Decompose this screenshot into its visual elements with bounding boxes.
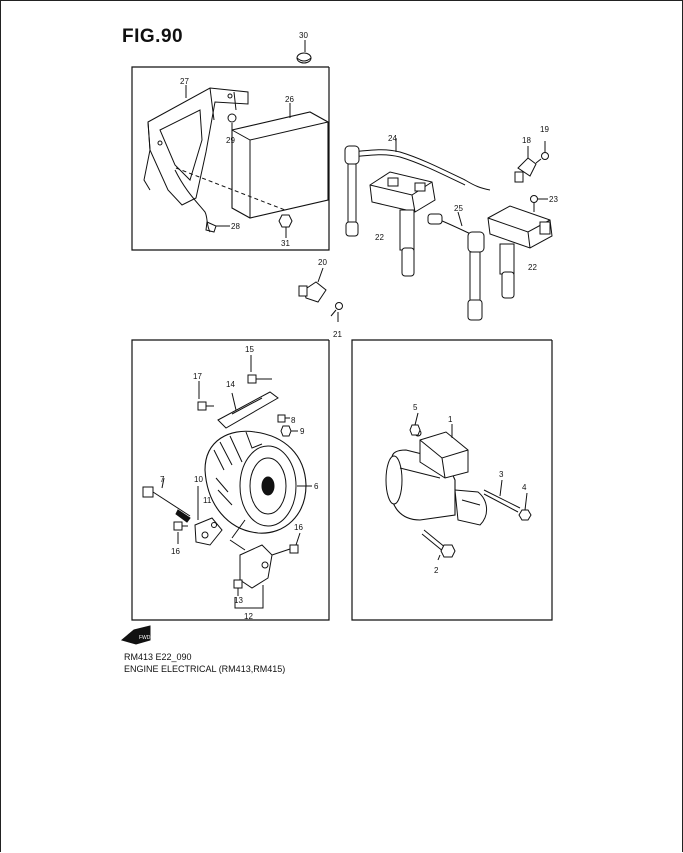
callout-31: 31: [281, 239, 290, 248]
nut-part-9: [280, 425, 298, 437]
model-code-caption: RM413 E22_090: [124, 652, 192, 662]
bolt-part-15: [247, 355, 272, 384]
alternator-group-box: [131, 339, 330, 621]
callout-1: 1: [448, 415, 453, 424]
callout-4: 4: [522, 483, 527, 492]
callout-18: 18: [522, 136, 531, 145]
callout-12: 12: [244, 612, 253, 621]
plug-boot-part-22-right: [467, 231, 485, 321]
bolt-part-23: [530, 195, 548, 212]
clip-part-28: [205, 221, 230, 233]
harness-wire: [174, 169, 211, 233]
callout-2: 2: [434, 566, 439, 575]
fwd-arrow-icon: FWD: [120, 625, 151, 645]
ignition-coil-right: [487, 205, 553, 299]
hightension-cord-part-24: [351, 138, 491, 191]
callout-11: 11: [203, 496, 212, 505]
bolt-part-16-right: [271, 532, 301, 556]
figure-title: FIG.90: [122, 26, 184, 47]
callout-23: 23: [549, 195, 558, 204]
callout-17: 17: [193, 372, 202, 381]
plug-boot-part-22-left: [344, 145, 360, 237]
bracket-part-10: [194, 486, 223, 546]
callout-10: 10: [194, 475, 203, 484]
bolt-part-3: [483, 479, 521, 513]
bolt-part-2: [421, 529, 456, 561]
bracket-part-27: [143, 85, 249, 206]
callout-22a: 22: [375, 233, 384, 242]
callout-20: 20: [318, 258, 327, 267]
alternator-part-6: [204, 430, 312, 534]
nut-part-5: [409, 412, 421, 436]
ignition-coil-left: [369, 171, 436, 277]
callout-29: 29: [226, 136, 235, 145]
callout-15: 15: [245, 345, 254, 354]
bolt-part-19: [535, 141, 549, 164]
terminal-part-8: [277, 414, 290, 423]
callout-30: 30: [299, 31, 308, 40]
callout-6: 6: [314, 482, 319, 491]
callout-25: 25: [454, 204, 463, 213]
callout-28: 28: [231, 222, 240, 231]
callout-22b: 22: [528, 263, 537, 272]
callout-24: 24: [388, 134, 397, 143]
callout-21: 21: [333, 330, 342, 339]
cap-part-30: [296, 40, 312, 64]
hightension-cord-part-25: [427, 211, 476, 237]
callout-9: 9: [300, 427, 305, 436]
callout-19: 19: [540, 125, 549, 134]
sensor-part-18: [514, 146, 537, 183]
adjust-arm-part-14: [217, 391, 279, 429]
sensor-part-20: [298, 267, 327, 303]
callout-26: 26: [285, 95, 294, 104]
bolt-part-13: [233, 579, 243, 596]
callout-3: 3: [499, 470, 504, 479]
callout-16a: 16: [171, 547, 180, 556]
svg-text:FWD: FWD: [139, 635, 151, 641]
starter-group-box: [351, 339, 553, 621]
bolt-part-17: [197, 381, 214, 411]
description-caption: ENGINE ELECTRICAL (RM413,RM415): [124, 664, 286, 674]
callout-5: 5: [413, 403, 418, 412]
callout-13: 13: [234, 596, 243, 605]
callout-14: 14: [226, 380, 235, 389]
callout-7: 7: [160, 475, 165, 484]
bracket-part-12: [229, 519, 273, 589]
callout-labels: 30 27 26 29 28 31 24 19 18 23 25 22 22 2…: [160, 31, 558, 621]
bolt-part-29: [227, 113, 237, 130]
ecm-group-box: [131, 66, 330, 251]
callout-27: 27: [180, 77, 189, 86]
ecm-part-26: [231, 103, 329, 219]
bolt-part-16-left: [173, 521, 188, 544]
bolt-part-7: [142, 477, 191, 523]
nut-part-4: [518, 492, 532, 521]
nut-part-31: [278, 214, 293, 238]
starter-motor-part-1: [385, 424, 487, 526]
callout-16b: 16: [294, 523, 303, 532]
callout-8: 8: [291, 416, 296, 425]
bolt-part-21: [330, 302, 343, 322]
